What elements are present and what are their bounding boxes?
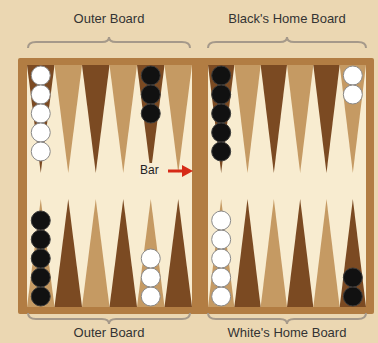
checker xyxy=(31,66,50,85)
point-triangle xyxy=(165,65,193,173)
region-label: White's Home Board xyxy=(228,325,347,340)
checker xyxy=(141,66,160,85)
point-triangle xyxy=(208,199,234,307)
checker xyxy=(31,249,50,268)
point-triangle xyxy=(340,199,366,307)
checker xyxy=(212,142,231,161)
point-triangle xyxy=(313,65,339,173)
point-triangle xyxy=(261,65,287,173)
checker xyxy=(343,66,362,85)
point-triangle xyxy=(234,65,260,173)
checker xyxy=(141,268,160,287)
checker xyxy=(31,230,50,249)
board-frame xyxy=(18,58,374,314)
point-triangle xyxy=(110,199,138,307)
checker xyxy=(141,249,160,268)
checker xyxy=(31,142,50,161)
bar-arrow-head xyxy=(182,165,193,177)
point-triangle xyxy=(137,199,165,307)
point-triangle xyxy=(340,65,366,173)
checker xyxy=(212,249,231,268)
point-triangle xyxy=(27,65,55,173)
board-half xyxy=(27,65,192,307)
checker xyxy=(31,123,50,142)
checker xyxy=(212,211,231,230)
checker xyxy=(31,287,50,306)
point-triangle xyxy=(165,199,193,307)
board-half xyxy=(208,65,366,307)
checker xyxy=(212,104,231,123)
checker xyxy=(343,268,362,287)
point-triangle xyxy=(287,65,313,173)
checker xyxy=(212,123,231,142)
checker xyxy=(212,85,231,104)
checker xyxy=(141,85,160,104)
bar-label: Bar xyxy=(139,163,160,178)
point-triangle xyxy=(234,199,260,307)
checker xyxy=(212,287,231,306)
point-triangle xyxy=(261,199,287,307)
brace xyxy=(28,313,190,324)
checker xyxy=(141,104,160,123)
checker xyxy=(212,230,231,249)
brace xyxy=(208,313,366,324)
bar-arrow xyxy=(168,170,184,173)
region-label: Outer Board xyxy=(74,325,145,340)
point-triangle xyxy=(313,199,339,307)
checker xyxy=(343,85,362,104)
brace xyxy=(208,37,366,48)
checker xyxy=(212,66,231,85)
point-triangle xyxy=(55,199,83,307)
point-triangle xyxy=(137,65,165,173)
point-triangle xyxy=(208,65,234,173)
point-triangle xyxy=(27,199,55,307)
brace xyxy=(28,37,190,48)
checker xyxy=(31,85,50,104)
checker xyxy=(31,104,50,123)
region-label: Black's Home Board xyxy=(228,11,345,26)
point-triangle xyxy=(287,199,313,307)
region-label: Outer Board xyxy=(74,11,145,26)
checker xyxy=(343,287,362,306)
checker xyxy=(212,268,231,287)
point-triangle xyxy=(55,65,83,173)
point-triangle xyxy=(110,65,138,173)
point-triangle xyxy=(82,199,110,307)
checker xyxy=(141,287,160,306)
checker xyxy=(31,211,50,230)
point-triangle xyxy=(82,65,110,173)
checker xyxy=(31,268,50,287)
